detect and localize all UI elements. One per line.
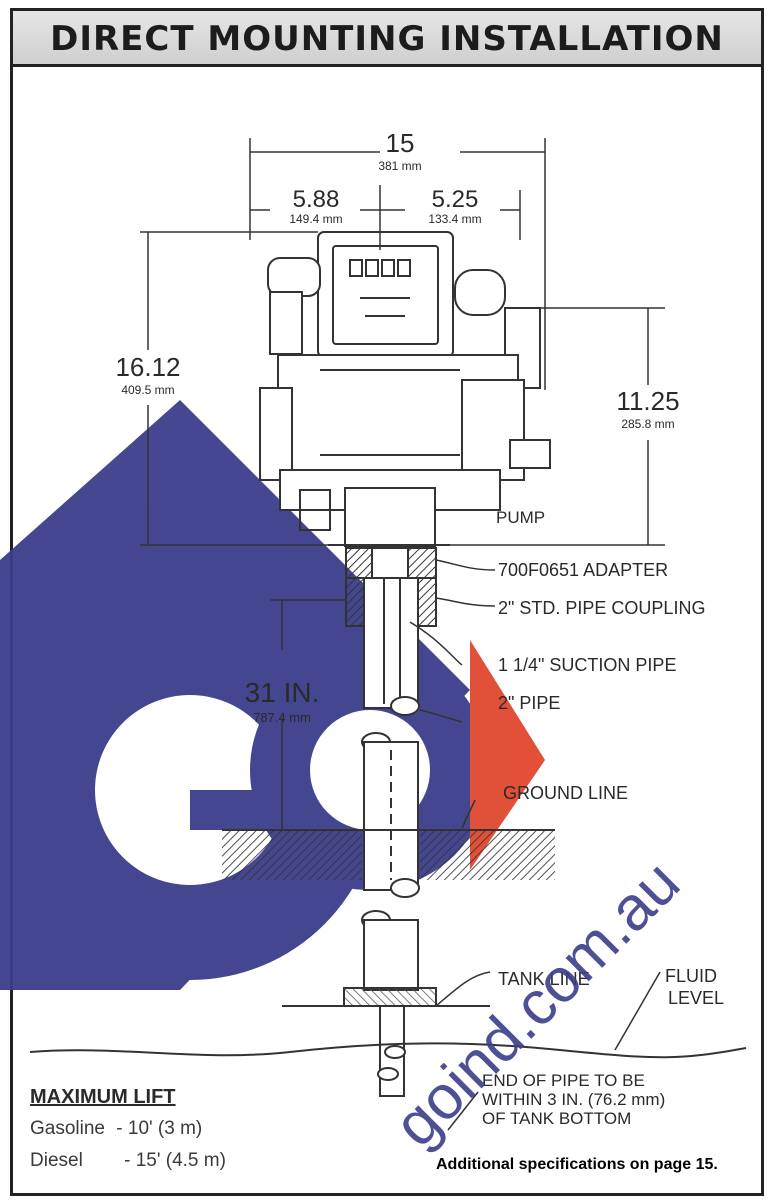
max-lift-heading: MAXIMUM LIFT [30, 1086, 176, 1108]
max-lift-gasoline: Gasoline - 10' (3 m) [30, 1118, 202, 1140]
ground-hatch [222, 829, 555, 880]
page-title: DIRECT MOUNTING INSTALLATION [50, 19, 724, 59]
pipe-assembly [343, 547, 437, 1097]
label-fluid: FLUID [665, 966, 717, 986]
dim-height-value: 16.12 [115, 352, 180, 382]
label-coupling: 2" STD. PIPE COUPLING [498, 598, 705, 618]
diesel-label: Diesel [30, 1150, 83, 1171]
dim-right-metric: 133.4 mm [428, 212, 481, 226]
dim-width-metric: 381 mm [378, 159, 421, 173]
label-pipe: 2" PIPE [498, 693, 560, 713]
gasoline-value: - 10' (3 m) [116, 1118, 203, 1139]
tank-lines [29, 1005, 747, 1059]
dimension-labels: 15 381 mm 5.88 149.4 mm 5.25 133.4 mm 16… [115, 128, 679, 725]
pump-assembly [259, 231, 551, 547]
dim-pipe-value: 31 IN. [245, 677, 320, 708]
dim-left-metric: 149.4 mm [289, 212, 342, 226]
label-ground-line: GROUND LINE [503, 783, 628, 803]
diesel-value: - 15' (4.5 m) [124, 1150, 226, 1171]
callout-labels: PUMP 700F0651 ADAPTER 2" STD. PIPE COUPL… [482, 508, 724, 1128]
label-suction-pipe: 1 1/4" SUCTION PIPE [498, 655, 676, 675]
label-level: LEVEL [668, 988, 724, 1008]
label-tank-line: TANK LINE [498, 969, 590, 989]
max-lift-diesel: Diesel - 15' (4.5 m) [30, 1150, 226, 1172]
dim-pump-value: 11.25 [616, 386, 679, 416]
label-adapter: 700F0651 ADAPTER [498, 560, 668, 580]
title-bar: DIRECT MOUNTING INSTALLATION [13, 11, 761, 67]
dimension-lines [140, 138, 665, 831]
dim-right-value: 5.25 [432, 186, 479, 213]
footer-note: Additional specifications on page 15. [436, 1156, 718, 1173]
dim-width-value: 15 [386, 128, 415, 158]
label-pump: PUMP [496, 508, 545, 527]
label-end-pipe-3: OF TANK BOTTOM [482, 1109, 631, 1128]
label-end-pipe-1: END OF PIPE TO BE [482, 1071, 645, 1090]
leader-lines [409, 559, 661, 1131]
dim-pipe-metric: 787.4 mm [253, 710, 311, 725]
label-end-pipe-2: WITHIN 3 IN. (76.2 mm) [482, 1090, 665, 1109]
dim-height-metric: 409.5 mm [121, 383, 174, 397]
gasoline-label: Gasoline [30, 1118, 105, 1139]
dim-pump-metric: 285.8 mm [621, 417, 674, 431]
dim-left-value: 5.88 [293, 186, 340, 213]
